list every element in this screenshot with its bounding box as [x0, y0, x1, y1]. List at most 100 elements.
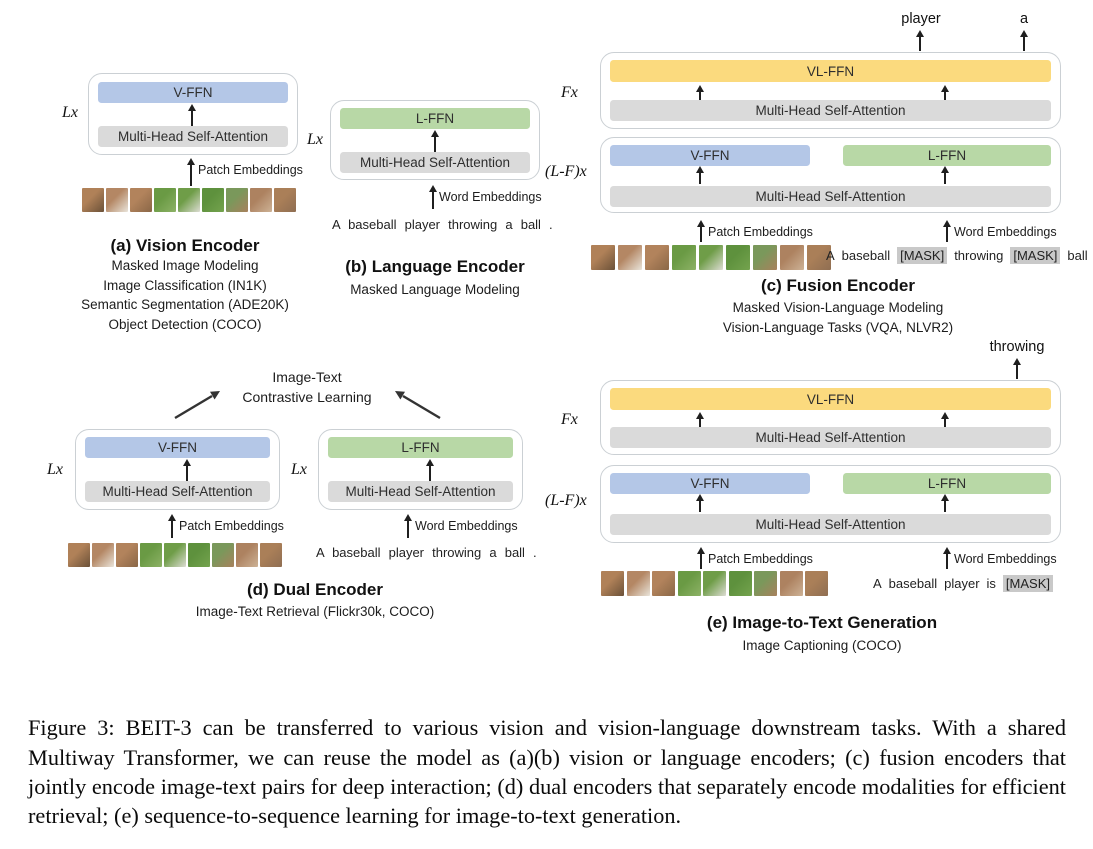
image-patch — [82, 188, 104, 212]
image-patch — [754, 571, 777, 596]
image-patch — [178, 188, 200, 212]
image-patch — [780, 245, 804, 270]
image-patch — [250, 188, 272, 212]
image-patch — [212, 543, 234, 567]
task-item: Image-Text Retrieval (Flickr30k, COCO) — [195, 604, 435, 619]
mhsa-block: Multi-Head Self-Attention — [610, 100, 1051, 121]
input-sentence: A baseball player throwing a ball . — [332, 217, 553, 232]
up-arrow-icon — [183, 459, 191, 481]
task-list: Masked Image Modeling Image Classificati… — [40, 256, 330, 334]
input-sentence: A baseball player throwing a ball . — [316, 545, 537, 560]
v-ffn-block: V-FFN — [85, 437, 270, 458]
output-word: a — [1019, 11, 1029, 27]
up-arrow-icon — [187, 158, 195, 186]
image-patch — [188, 543, 210, 567]
contrastive-learning-label: Image-Text Contrastive Learning — [207, 367, 407, 407]
image-patch-strip — [591, 245, 831, 270]
task-item: Vision-Language Tasks (VQA, NLVR2) — [722, 319, 954, 335]
panel-title: (e) Image-to-Text Generation — [706, 613, 938, 632]
image-patch — [618, 245, 642, 270]
mhsa-block: Multi-Head Self-Attention — [610, 186, 1051, 207]
repeat-label-lx: Lx — [62, 104, 78, 121]
panel-title: (a) Vision Encoder — [110, 236, 260, 255]
image-patch — [703, 571, 726, 596]
repeat-label-fx: Fx — [561, 411, 578, 428]
image-patch — [260, 543, 282, 567]
mhsa-block: Multi-Head Self-Attention — [340, 152, 530, 173]
v-ffn-block: V-FFN — [610, 145, 810, 166]
mhsa-block: Multi-Head Self-Attention — [610, 514, 1051, 535]
image-patch — [672, 245, 696, 270]
mhsa-block: Multi-Head Self-Attention — [610, 427, 1051, 448]
l-ffn-block: L-FFN — [340, 108, 530, 129]
image-patch — [652, 571, 675, 596]
v-ffn-block: V-FFN — [610, 473, 810, 494]
image-patch — [92, 543, 114, 567]
word-token: A — [873, 576, 882, 591]
up-arrow-icon — [1013, 358, 1021, 379]
task-item: Image Classification (IN1K) — [103, 277, 267, 293]
image-patch — [202, 188, 224, 212]
l-ffn-block: L-FFN — [843, 473, 1051, 494]
image-patch — [130, 188, 152, 212]
image-patch — [779, 571, 803, 596]
up-arrow-icon — [168, 514, 176, 538]
image-patch — [591, 245, 615, 270]
up-arrow-icon — [188, 104, 196, 126]
l-ffn-block: L-FFN — [843, 145, 1051, 166]
mask-token: [MASK] — [1002, 575, 1053, 592]
image-patch — [140, 543, 162, 567]
vl-ffn-block: VL-FFN — [610, 60, 1051, 82]
image-patch — [677, 571, 701, 596]
mask-token: [MASK] — [897, 247, 948, 264]
mask-token: [MASK] — [1010, 247, 1061, 264]
up-arrow-icon — [696, 166, 704, 184]
word-token: baseball — [888, 576, 938, 591]
image-patch — [807, 245, 831, 270]
repeat-label-lx: Lx — [47, 461, 63, 478]
up-arrow-icon — [916, 30, 924, 51]
word-token: baseball — [841, 248, 891, 263]
image-patch — [116, 543, 138, 567]
panel-title: (d) Dual Encoder — [246, 580, 383, 599]
word-token: ball — [1067, 248, 1088, 263]
up-arrow-icon — [431, 130, 439, 152]
patch-embeddings-label: Patch Embeddings — [708, 225, 813, 239]
up-arrow-icon — [429, 185, 437, 209]
word-token: is — [986, 576, 996, 591]
image-patch — [753, 245, 777, 270]
patch-embeddings-label: Patch Embeddings — [179, 519, 284, 533]
repeat-label-l-minus-f-x: (L-F)x — [545, 492, 587, 509]
image-patch-strip — [68, 543, 282, 567]
up-arrow-icon — [697, 547, 705, 569]
image-patch — [274, 188, 296, 212]
up-arrow-icon — [404, 514, 412, 538]
mhsa-block: Multi-Head Self-Attention — [85, 481, 270, 502]
image-patch — [626, 571, 650, 596]
up-arrow-icon — [941, 494, 949, 512]
repeat-label-fx: Fx — [561, 84, 578, 101]
output-word: throwing — [989, 339, 1045, 355]
task-list: Masked Vision-Language Modeling Vision-L… — [688, 298, 988, 337]
image-patch — [645, 245, 669, 270]
task-item: Image Captioning (COCO) — [742, 638, 902, 653]
up-arrow-icon — [941, 412, 949, 427]
image-patch — [68, 543, 90, 567]
repeat-label-lx: Lx — [307, 131, 323, 148]
figure-caption: Figure 3: BEIT-3 can be transferred to v… — [28, 715, 1066, 829]
word-embeddings-label: Word Embeddings — [954, 552, 1057, 566]
contrastive-line: Contrastive Learning — [242, 389, 372, 405]
contrastive-line: Image-Text — [272, 369, 342, 385]
panel-title: (b) Language Encoder — [345, 257, 525, 276]
image-patch — [154, 188, 176, 212]
image-patch — [236, 543, 258, 567]
panel-title: (c) Fusion Encoder — [761, 276, 915, 295]
vl-ffn-block: VL-FFN — [610, 388, 1051, 410]
patch-embeddings-label: Patch Embeddings — [198, 163, 303, 177]
word-token: player — [944, 576, 980, 591]
task-list: Image-Text Retrieval (Flickr30k, COCO) — [165, 602, 465, 622]
word-embeddings-label: Word Embeddings — [439, 190, 542, 204]
